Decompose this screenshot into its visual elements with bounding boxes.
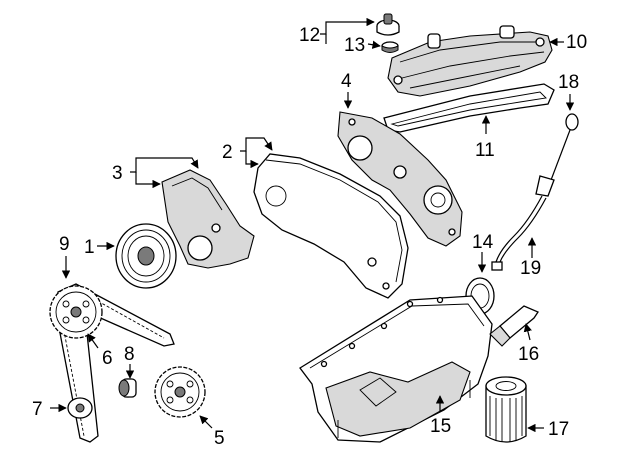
callout-18: 18 xyxy=(558,72,579,93)
callout-14: 14 xyxy=(472,232,494,253)
callout-15: 15 xyxy=(430,416,451,437)
callout-17: 17 xyxy=(548,419,569,440)
valve-cover xyxy=(387,25,553,97)
leader-lines xyxy=(50,17,575,433)
callout-12: 12 xyxy=(299,25,320,46)
callout-labels: 1 2 3 4 5 6 7 8 9 10 11 12 13 14 15 16 1… xyxy=(32,25,587,449)
callout-7: 7 xyxy=(32,399,43,420)
oil-pickup xyxy=(489,305,539,347)
callout-9: 9 xyxy=(59,234,70,255)
upper-timing-cover xyxy=(253,153,409,299)
callout-19: 19 xyxy=(520,258,541,279)
oil-pan xyxy=(299,295,493,443)
callout-13: 13 xyxy=(344,35,365,56)
oil-filler-cap xyxy=(376,13,400,36)
callout-10: 10 xyxy=(566,32,587,53)
callout-1: 1 xyxy=(84,237,95,258)
oil-cap-seal xyxy=(381,41,399,53)
oil-filter xyxy=(485,376,527,443)
callout-2: 2 xyxy=(222,142,233,163)
oil-dipstick xyxy=(547,113,579,189)
crankshaft-sprocket xyxy=(154,366,206,418)
rear-timing-cover xyxy=(337,111,463,247)
callout-16: 16 xyxy=(518,344,539,365)
callout-8: 8 xyxy=(124,344,135,365)
callout-11: 11 xyxy=(475,140,495,161)
lower-timing-cover xyxy=(161,169,255,269)
callout-4: 4 xyxy=(341,71,352,92)
belt-tensioner xyxy=(67,397,93,419)
callout-6: 6 xyxy=(102,348,113,369)
callout-3: 3 xyxy=(112,163,123,184)
crankshaft-pulley xyxy=(115,223,177,289)
idler-spacer xyxy=(118,378,137,398)
camshaft-sprocket xyxy=(49,285,103,339)
dipstick-tube xyxy=(491,175,555,271)
callout-5: 5 xyxy=(214,428,225,449)
